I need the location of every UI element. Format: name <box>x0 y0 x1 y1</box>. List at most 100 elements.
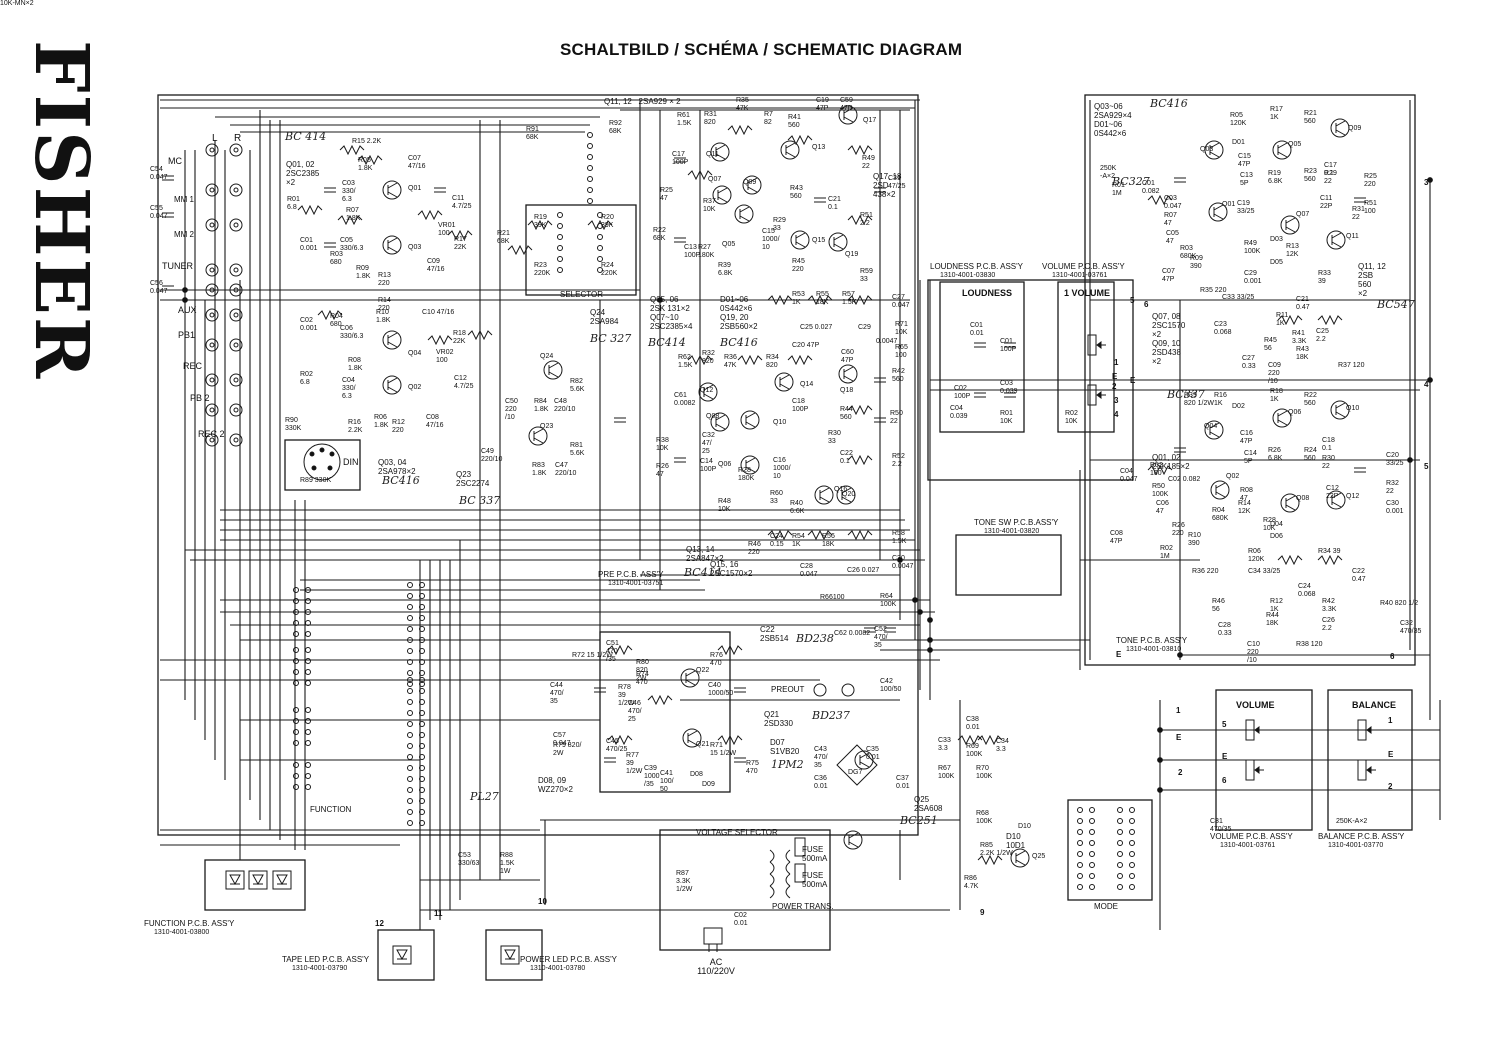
terms-13: E <box>1176 733 1182 742</box>
hnotes-h6: BC416 <box>720 336 758 349</box>
cnotes-c209: R30 22 <box>1322 455 1335 470</box>
terms-24: 6 <box>1390 652 1395 661</box>
cnotes-c68: C15 1000/ 10 <box>762 228 780 251</box>
terms-20: 2 <box>1388 782 1393 791</box>
cnotes-c112: C28 0.047 <box>800 563 818 578</box>
cnotes-c75: R53 1K <box>792 291 805 306</box>
wiring <box>160 99 1441 930</box>
mode-label: MODE <box>1094 902 1118 911</box>
cnotes-c217: C30 0.001 <box>1386 500 1404 515</box>
cnotes-c27: R14 220 <box>378 297 391 312</box>
tnotes-d07: D07 S1VB20 <box>770 738 800 756</box>
outline-function-pcb <box>204 859 306 911</box>
cnotes-c233: R46 56 <box>1212 598 1225 613</box>
cnotes-c151: R88 1.5K 1W <box>500 852 515 875</box>
cnotes-c194: R41 3.3K <box>1292 330 1307 345</box>
qnotes-32: Q07 <box>1296 211 1310 218</box>
cnotes-c93: R44 560 <box>840 406 853 421</box>
qnotes-12: Q19 <box>845 251 859 258</box>
qnotes-40: D01 <box>1232 139 1245 146</box>
qnotes-10: Q07 <box>708 176 722 183</box>
terms-22: 4 <box>1424 380 1429 389</box>
cnotes-c163: C01 0.082 <box>1142 180 1160 195</box>
input-rec2: REC 2 <box>198 429 225 439</box>
qnotes-5: Q23 <box>540 423 554 430</box>
cnotes-c210: C20 33/25 <box>1386 452 1404 467</box>
cnotes-c73: R59 33 <box>860 268 873 283</box>
cnotes-c241: R40 820 1/2 <box>1380 600 1419 607</box>
terms-23: 5 <box>1424 462 1429 471</box>
qnotes-38: Q08 <box>1296 495 1310 502</box>
qnotes-24: DG7 <box>848 769 863 776</box>
qnotes-23: Q21 <box>696 741 710 748</box>
qnotes-28: Q03 <box>1200 146 1214 153</box>
tnotes-d01: D01~06 0S442×6 Q19, 20 2SB560×2 <box>720 295 758 331</box>
cnotes-c139: C36 0.01 <box>814 775 828 790</box>
cnotes-c158: C04 0.039 <box>950 405 968 420</box>
qnotes-36: Q10 <box>1346 405 1360 412</box>
cnotes-c181: R31 22 <box>1352 206 1365 221</box>
qnotes-2: Q04 <box>408 350 422 357</box>
qnotes-20: Q20 <box>842 491 856 498</box>
tnotes-q03: Q03, 04 2SA978×2 <box>378 458 416 476</box>
tnotes-tq07: Q07, 08 2SC1570 ×2 Q09, 10 2SD438 ×2 <box>1152 312 1186 366</box>
qnotes-34: Q04 <box>1204 423 1218 430</box>
cnotes-c11: R03 680 <box>330 251 343 266</box>
ac-label: AC 110/220V <box>697 957 735 976</box>
cnotes-c7: R01 6.8 <box>287 196 300 211</box>
terms-12: 1 <box>1176 706 1181 715</box>
cnotes-c242: C32 470/35 <box>1400 620 1422 635</box>
qnotes-22: Q22 <box>696 667 710 674</box>
cnotes-c102: C22 0.1 <box>840 450 853 465</box>
input-pb2: PB 2 <box>190 393 210 403</box>
terms-3: 3 <box>1114 396 1119 405</box>
cnotes-c183: R13 12K <box>1286 243 1299 258</box>
outline-volume-box <box>1215 689 1313 831</box>
cnotes-c177: C17 0.1 <box>1324 162 1337 177</box>
cnotes-c161: 250K -A×2 <box>1100 165 1117 180</box>
cnotes-c212: C04 0.047 <box>1120 468 1138 483</box>
terms-2: 2 <box>1112 382 1117 391</box>
cnotes-c34: VR02 100 <box>436 349 454 364</box>
cnotes-c42: C08 47/16 <box>426 414 444 429</box>
cnotes-c205: C14 5P <box>1244 450 1257 465</box>
cnotes-c152: R87 3.3K 1/2W <box>676 870 693 893</box>
cnotes-c207: R24 560 <box>1304 447 1317 462</box>
qnotes-19: Q16 <box>834 486 848 493</box>
cnotes-c165: R07 47 <box>1164 212 1177 227</box>
cnotes-c32: C06 330/6.3 <box>340 325 364 340</box>
hnotes-h7: BC414 <box>684 566 722 579</box>
cnotes-c12: C05 330/6.3 <box>340 237 364 252</box>
qnotes-30: Q09 <box>1348 125 1362 132</box>
qnotes-0: Q01 <box>408 185 422 192</box>
tnotes-tq01: Q01, 02 2SK185×2 <box>1152 453 1190 471</box>
cnotes-c238: C28 0.33 <box>1218 622 1232 637</box>
cnotes-c98: C14 100P <box>700 458 717 473</box>
input-mm2: MM 2 <box>174 230 194 239</box>
terms-5: 5 <box>1130 296 1135 305</box>
cnotes-c54: R31 820 <box>704 111 717 126</box>
cnotes-c60: R41 560 <box>788 114 801 129</box>
cnotes-c109: R54 1K <box>792 533 805 548</box>
channel-l: L <box>212 133 218 144</box>
cnotes-c50: C49 220/10 <box>481 448 503 463</box>
cnotes-c24: R23 220K <box>534 262 551 277</box>
cnotes-c26: R22 68K <box>653 227 666 242</box>
cnotes-c118: C52 470/ 35 <box>874 626 888 649</box>
loudness-label: LOUDNESS <box>962 288 1013 298</box>
cnotes-c144: C34 3.3 <box>996 738 1009 753</box>
cnotes-c243: C31 470/35 <box>1210 818 1232 833</box>
cnotes-c39: R16 2.2K <box>348 419 363 434</box>
terms-21: 3 <box>1424 178 1429 187</box>
cnotes-c114: C30 0.0047 <box>892 555 914 570</box>
volume-label: 1 VOLUME <box>1064 288 1111 298</box>
cnotes-c95: C32 47/ 25 <box>702 432 715 455</box>
cnotes-c87: R34 820 <box>766 354 779 369</box>
cnotes-c25: R24 220K <box>601 262 618 277</box>
cnotes-c28: R10 1.8K <box>376 309 391 324</box>
hnotes-h3: BC 337 <box>459 494 501 507</box>
